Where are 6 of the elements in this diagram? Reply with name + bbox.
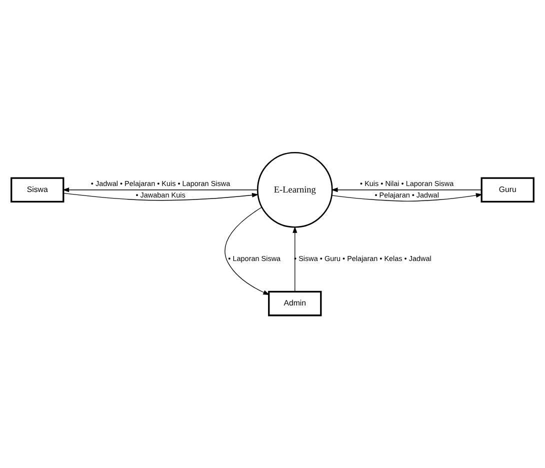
edge-label: • Kuis • Nilai • Laporan Siswa (360, 178, 454, 188)
edge-label: • Jadwal • Pelajaran • Kuis • Laporan Siswa (90, 178, 230, 188)
edge-label: • Siswa • Guru • Pelajaran • Kelas • Jadwal (294, 254, 432, 264)
edge-label: • Pelajaran • Jadwal (374, 190, 439, 200)
edge-label: • Laporan Siswa (228, 254, 281, 264)
edge-label: • Jawaban Kuis (136, 190, 186, 200)
